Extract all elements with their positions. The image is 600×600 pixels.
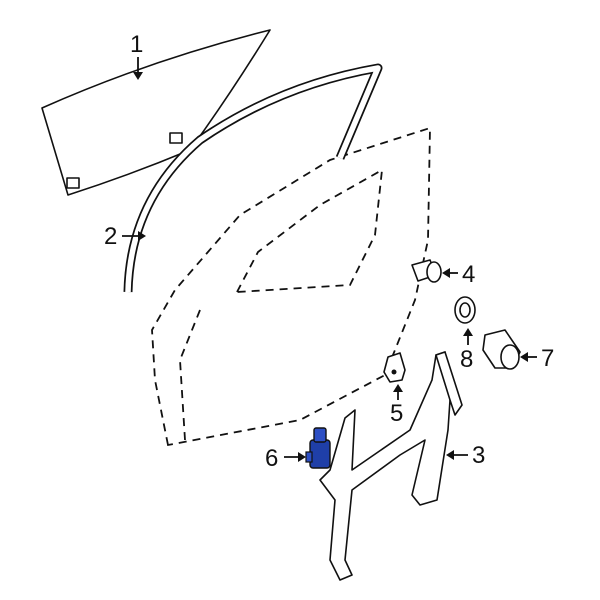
door-window-opening	[235, 168, 384, 293]
callout-1: 1	[130, 31, 143, 80]
callout-8: 8	[460, 328, 473, 373]
clip-part[interactable]	[383, 352, 406, 383]
door-inner-line	[179, 309, 201, 441]
grommet-part[interactable]	[482, 329, 521, 370]
callout-3: 3	[446, 442, 485, 469]
callout-6: 6	[265, 445, 306, 472]
washer-part[interactable]	[454, 296, 476, 324]
svg-text:2: 2	[104, 223, 117, 250]
callout-5: 5	[390, 384, 403, 427]
svg-text:7: 7	[541, 345, 554, 372]
callout-4: 4	[442, 261, 475, 288]
svg-text:6: 6	[265, 445, 278, 472]
callout-7: 7	[520, 345, 554, 372]
regulator-part[interactable]	[319, 351, 463, 581]
svg-text:3: 3	[472, 442, 485, 469]
svg-text:4: 4	[462, 261, 475, 288]
svg-text:1: 1	[130, 31, 143, 58]
bolt-part[interactable]	[411, 259, 442, 283]
glass-part[interactable]	[41, 29, 271, 196]
svg-text:5: 5	[390, 400, 403, 427]
callout-2: 2	[104, 223, 146, 250]
motor-part[interactable]	[305, 427, 331, 469]
door-outline	[151, 126, 431, 447]
svg-text:8: 8	[460, 346, 473, 373]
